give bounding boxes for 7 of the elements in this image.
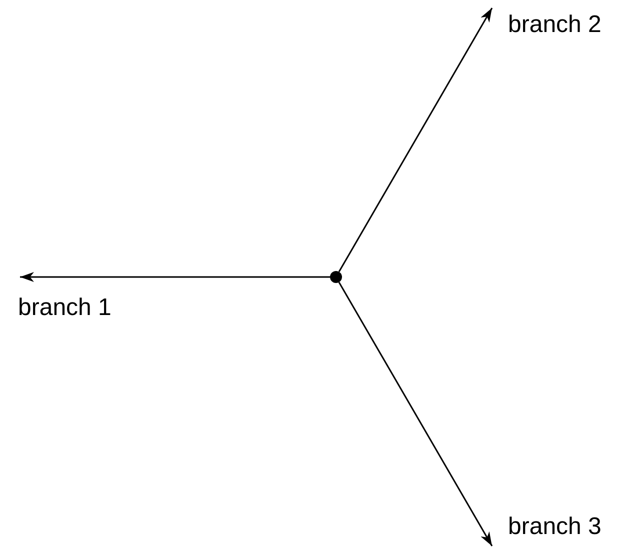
arrow xyxy=(20,272,330,282)
branch-label: branch 2 xyxy=(492,8,632,40)
arrow xyxy=(338,282,493,546)
branch-label: branch 1 xyxy=(18,277,138,323)
junction-dot xyxy=(330,271,342,283)
arrow xyxy=(338,8,493,272)
branch-label: branch 3 xyxy=(492,512,632,547)
